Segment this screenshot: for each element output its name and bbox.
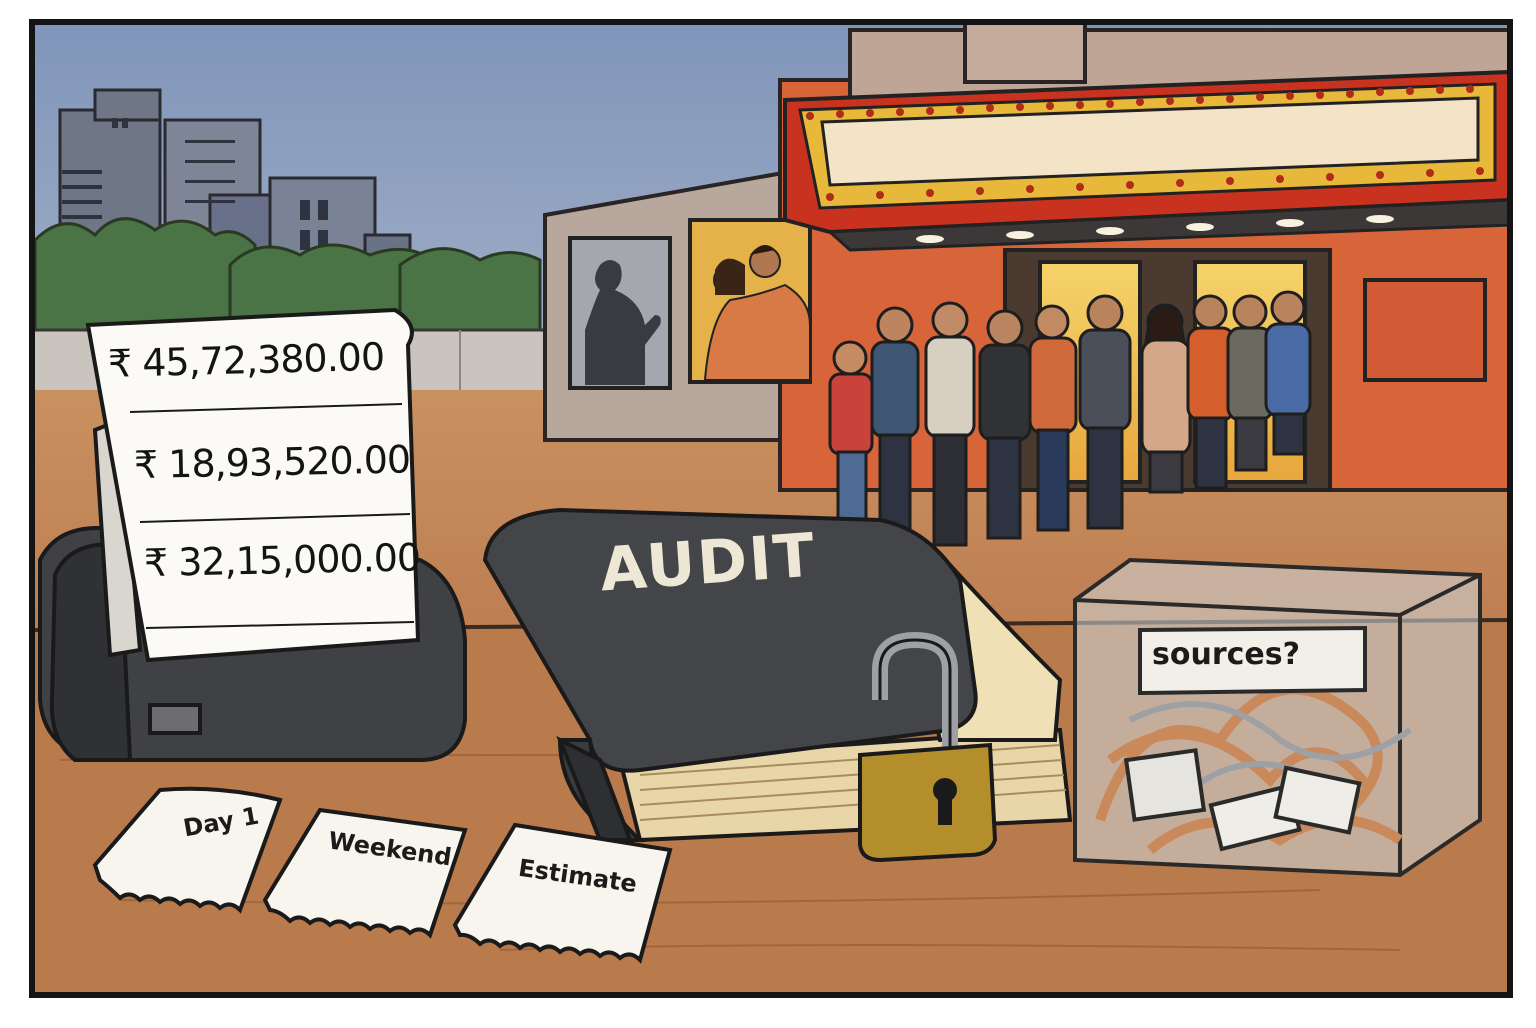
moviegoer-queue [828,290,1312,547]
paper-tickets [92,786,673,964]
poster-silhouette [568,236,672,390]
receipt-line-1: ₹ 45,72,380.00 [107,334,385,386]
glass-box [1073,557,1482,878]
box-label: sources? [1152,637,1301,672]
receipt-amounts: ₹ 45,72,380.00 ₹ 18,93,520.00 ₹ 32,15,00… [107,330,420,630]
padlock-icon [858,631,998,863]
theater-marquee [783,69,1512,252]
poster-romance [688,218,812,384]
receipt-line-3: ₹ 32,15,000.00 [143,535,421,586]
receipt-line-2: ₹ 18,93,520.00 [133,437,411,488]
receipt-paper [85,307,421,663]
